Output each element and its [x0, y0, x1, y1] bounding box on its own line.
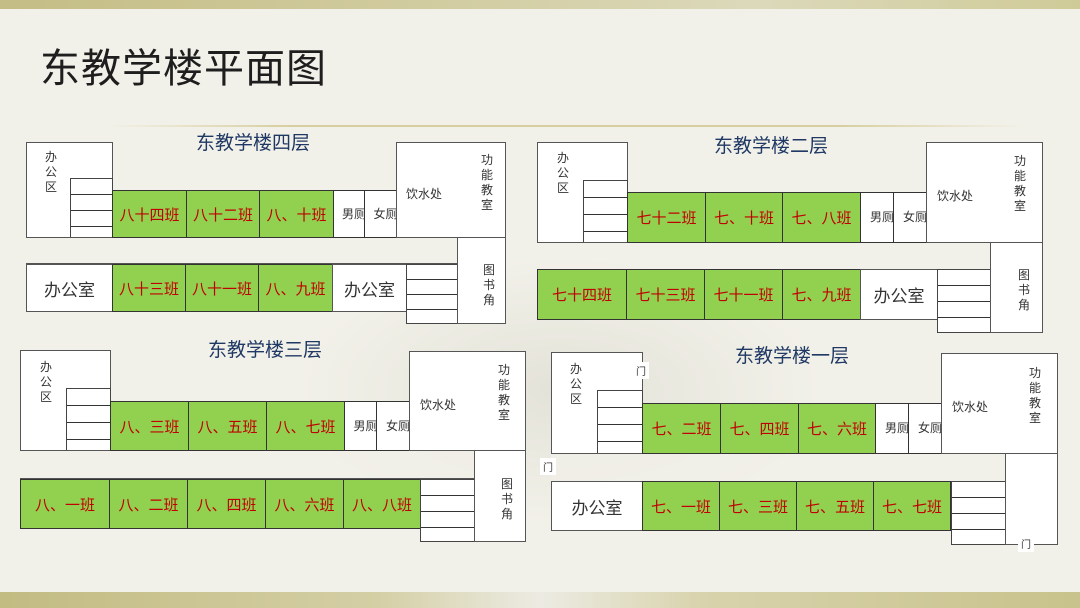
staircase: [420, 479, 475, 542]
staircase: [951, 481, 1006, 545]
classroom: 八、八班: [343, 479, 421, 529]
womens-restroom: 女厕: [364, 190, 398, 238]
classroom: 八、四班: [187, 479, 266, 529]
library-corner: [474, 450, 526, 542]
door-label: 门: [633, 362, 649, 379]
corridor: [20, 450, 475, 479]
classroom: 七、二班: [642, 403, 721, 454]
office: 办公室: [26, 264, 113, 312]
classroom: 七十二班: [627, 192, 706, 243]
classroom: 八、七班: [266, 401, 345, 451]
library-corner: [457, 237, 506, 324]
classroom: 八十四班: [112, 190, 187, 238]
staircase: [70, 178, 113, 238]
office-area-label: 办公区: [569, 362, 582, 406]
classroom: 七、三班: [719, 481, 797, 531]
function-room-label: 功能教室: [480, 153, 493, 212]
water-station-label: 饮水处: [420, 398, 457, 412]
function-room-label: 功能教室: [1013, 154, 1026, 213]
library-label: 图书角: [482, 263, 495, 307]
mens-restroom: 男厕: [875, 403, 909, 454]
bottom-decor-bar: [0, 592, 1080, 608]
corridor: [551, 453, 1006, 482]
library-label: 图书角: [1017, 268, 1030, 312]
top-decor-bar: [0, 0, 1080, 9]
water-function-block: [941, 353, 1058, 454]
water-station-label: 饮水处: [406, 187, 443, 201]
classroom: 七、九班: [782, 269, 861, 320]
office: 办公室: [860, 269, 938, 320]
floor-title: 东教学楼四层: [196, 132, 311, 154]
function-room-label: 功能教室: [1028, 366, 1041, 425]
classroom: 七、四班: [720, 403, 799, 454]
floor-title: 东教学楼一层: [735, 345, 850, 367]
library-label: 图书角: [500, 477, 513, 521]
classroom: 八十二班: [186, 190, 260, 238]
classroom: 八、一班: [20, 479, 110, 529]
staircase: [937, 269, 991, 333]
classroom: 八十一班: [185, 264, 259, 312]
library-corner: [1005, 453, 1058, 545]
page-title: 东教学楼平面图: [40, 46, 327, 92]
water-function-block: [926, 142, 1043, 243]
classroom: 八、二班: [109, 479, 188, 529]
staircase: [406, 264, 458, 324]
classroom: 七、六班: [798, 403, 876, 454]
womens-restroom: 女厕: [376, 401, 410, 451]
mens-restroom: 男厕: [344, 401, 378, 451]
classroom: 七、一班: [642, 481, 720, 531]
office: 办公室: [551, 481, 643, 531]
classroom: 八、十班: [259, 190, 334, 238]
mens-restroom: 男厕: [333, 190, 366, 238]
floor-title: 东教学楼二层: [714, 135, 829, 157]
womens-restroom: 女厕: [908, 403, 942, 454]
door-label: 门: [1018, 535, 1034, 552]
classroom: 七、七班: [873, 481, 951, 531]
womens-restroom: 女厕: [893, 192, 927, 243]
corridor: [537, 242, 991, 270]
office-area-label: 办公区: [39, 360, 52, 404]
water-station-label: 饮水处: [952, 400, 989, 414]
classroom: 七、八班: [782, 192, 861, 243]
water-function-block: [409, 351, 526, 451]
staircase: [583, 180, 628, 243]
classroom: 八十三班: [112, 264, 186, 312]
classroom: 七十三班: [626, 269, 705, 320]
library-corner: [990, 242, 1043, 333]
mens-restroom: 男厕: [860, 192, 894, 243]
classroom: 八、三班: [110, 401, 189, 451]
water-station-label: 饮水处: [937, 189, 974, 203]
classroom: 七、五班: [796, 481, 874, 531]
function-room-label: 功能教室: [497, 363, 510, 422]
classroom: 七十一班: [704, 269, 783, 320]
office-area-label: 办公区: [556, 151, 569, 195]
classroom: 八、五班: [188, 401, 267, 451]
classroom: 七、十班: [705, 192, 783, 243]
classroom: 八、六班: [265, 479, 344, 529]
office-area-label: 办公区: [44, 150, 57, 194]
classroom: 七十四班: [537, 269, 627, 320]
floor-title: 东教学楼三层: [208, 339, 323, 361]
classroom: 八、九班: [258, 264, 333, 312]
water-function-block: [396, 142, 506, 238]
staircase: [66, 388, 111, 451]
title-divider: [105, 125, 1025, 127]
door-label: 门: [540, 458, 556, 475]
corridor: [26, 237, 458, 264]
office: 办公室: [332, 264, 407, 312]
staircase: [597, 390, 643, 454]
